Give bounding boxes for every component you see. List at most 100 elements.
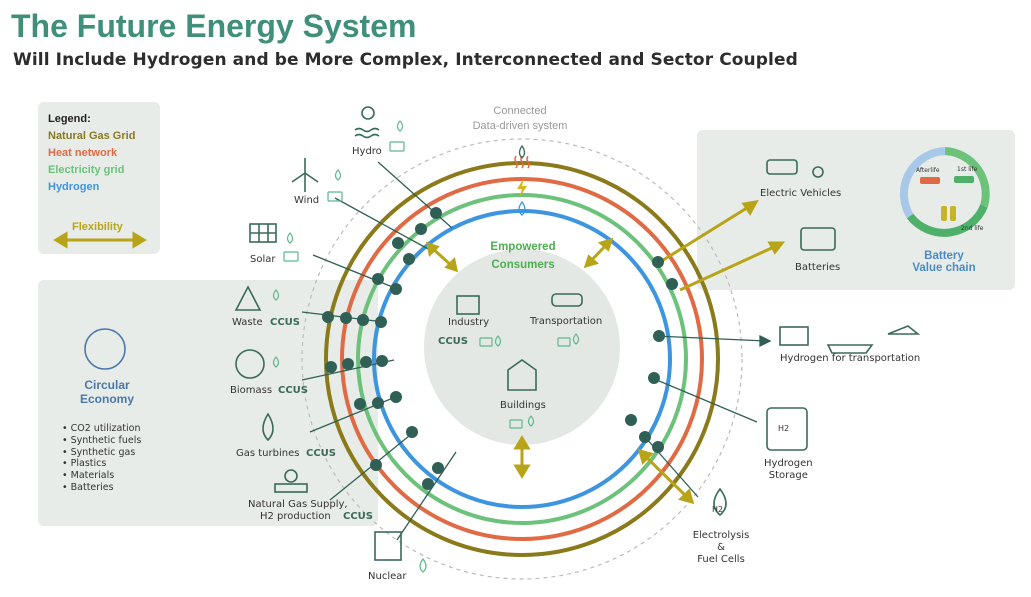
second-life-battery-icon <box>941 206 947 221</box>
page-title: The Future Energy System <box>11 8 417 44</box>
gas-flame-icon <box>518 144 526 159</box>
list-item: • Materials <box>62 470 115 482</box>
connected-system-ring <box>301 138 743 580</box>
legend-panel <box>38 102 160 254</box>
ship-icon <box>826 344 874 354</box>
legend-item-gas: Natural Gas Grid <box>48 130 136 142</box>
legend: Legend: Natural Gas Grid Heat network El… <box>40 103 160 253</box>
page-subtitle: Will Include Hydrogen and be More Comple… <box>13 50 798 70</box>
list-item: • Batteries <box>62 481 114 493</box>
source-icons <box>84 106 921 561</box>
hydrogen-storage-label: Hydrogen Storage <box>764 458 813 482</box>
batteries-label: Batteries <box>795 262 841 273</box>
empowered-consumers-label: Empowered Consumers <box>468 238 578 274</box>
truck-icon <box>779 326 809 346</box>
legend-item-flexibility: Flexibility <box>72 221 123 233</box>
legend-heading: Legend: <box>48 113 91 125</box>
nuclear-label: Nuclear <box>368 571 407 582</box>
legend-item-heat: Heat network <box>48 147 118 159</box>
electrolysis-line3: Fuel Cells <box>697 554 745 565</box>
natural-gas-supply-label: Natural Gas Supply, <box>248 499 348 510</box>
h2-electrolysis-symbol: H2 <box>712 505 724 514</box>
second-life-label: 2nd life <box>961 225 984 232</box>
battery-icon <box>800 227 836 251</box>
gas-meter-icon <box>284 469 298 483</box>
afterlife-battery-icon <box>920 177 940 184</box>
connected-label: Connected <box>493 105 547 117</box>
hydrogen-storage-line1: Hydrogen <box>764 458 813 469</box>
data-driven-label: Data-driven system <box>472 120 568 132</box>
flame-icon <box>262 412 274 442</box>
legend-item-electricity: Electricity grid <box>48 164 125 176</box>
transportation-label: Transportation <box>530 316 603 327</box>
h2-storage-icon <box>766 407 808 451</box>
legend-item-hydrogen: Hydrogen <box>48 181 100 193</box>
circular-label: Circular <box>84 378 130 392</box>
solar-label: Solar <box>250 254 276 265</box>
electric-vehicles-label: Electric Vehicles <box>760 188 842 199</box>
list-item: • CO2 utilization <box>62 423 141 434</box>
lightning-icon <box>517 178 527 198</box>
hydrogen-ring <box>372 209 672 509</box>
building-icon <box>507 359 537 391</box>
biomass-label: Biomass <box>230 385 273 396</box>
electrolysis-line1: Electrolysis <box>692 530 750 541</box>
electrolysis-line2: & <box>717 542 725 553</box>
wind-label: Wind <box>294 195 320 206</box>
list-item-text: Synthetic fuels <box>70 434 142 446</box>
list-item-text: Materials <box>70 470 115 482</box>
hydrogen-transport-label: Hydrogen for transportation <box>780 353 921 364</box>
small-badges <box>272 120 580 573</box>
list-item-text: Synthetic gas <box>70 446 136 458</box>
list-item-text: CO2 utilization <box>70 423 141 434</box>
list-item: • Synthetic gas <box>62 446 136 458</box>
plane-icon <box>887 325 921 335</box>
natural-gas-ccus-label: CCUS <box>343 511 373 522</box>
waste-ccus-label: CCUS <box>270 317 300 328</box>
industry-label: Industry <box>448 317 490 328</box>
buildings-label: Buildings <box>500 400 546 411</box>
afterlife-label: Afterlife <box>916 167 940 174</box>
consumers-label: Consumers <box>491 259 555 271</box>
factory-icon <box>456 295 480 315</box>
value-chain-label: Value chain <box>912 262 976 274</box>
flexibility-arrows <box>53 200 786 505</box>
globe-icon <box>235 349 265 379</box>
h2-storage-symbol: H2 <box>778 424 790 433</box>
h2-drop-icon <box>518 200 526 216</box>
h2-drop-electrolysis-icon <box>713 487 727 517</box>
circular-economy-title: Circular Economy <box>62 378 152 406</box>
list-item-text: Batteries <box>70 481 114 493</box>
scooter-icon <box>812 166 824 178</box>
electric-car-icon <box>766 159 798 175</box>
empowered-label: Empowered <box>490 241 556 253</box>
consumers-disc <box>424 249 620 445</box>
first-life-battery-icon <box>954 176 974 183</box>
hydro-label: Hydro <box>352 146 382 157</box>
circular-economy-list: • CO2 utilization • Synthetic fuels • Sy… <box>62 423 141 494</box>
connected-system-label: Connected Data-driven system <box>455 104 585 134</box>
recycle-icon <box>234 285 262 311</box>
circular-economy-panel <box>38 280 378 526</box>
grid-nodes <box>322 207 678 490</box>
industry-ccus-label: CCUS <box>438 336 468 347</box>
gas-turbines-label: Gas turbines <box>236 448 300 459</box>
first-life-label: 1st life <box>957 166 978 173</box>
gas-turbines-ccus-label: CCUS <box>306 448 336 459</box>
battery-label: Battery <box>924 250 964 262</box>
list-item: • Synthetic fuels <box>62 434 142 446</box>
circular-economy-icon <box>84 328 126 370</box>
nuclear-plant-icon <box>374 531 402 561</box>
list-item-text: Plastics <box>70 458 107 470</box>
economy-label: Economy <box>79 392 134 406</box>
battery-value-chain-label: Battery Value chain <box>898 250 990 274</box>
battery-value-chain-ring <box>899 147 990 237</box>
waste-label: Waste <box>232 317 263 328</box>
h2-production-label: H2 production <box>260 511 331 522</box>
gear-icon <box>361 106 375 120</box>
car-icon <box>551 293 583 307</box>
hydrogen-storage-line2: Storage <box>768 470 808 481</box>
biomass-ccus-label: CCUS <box>278 385 308 396</box>
electricity-grid-ring <box>356 193 688 525</box>
